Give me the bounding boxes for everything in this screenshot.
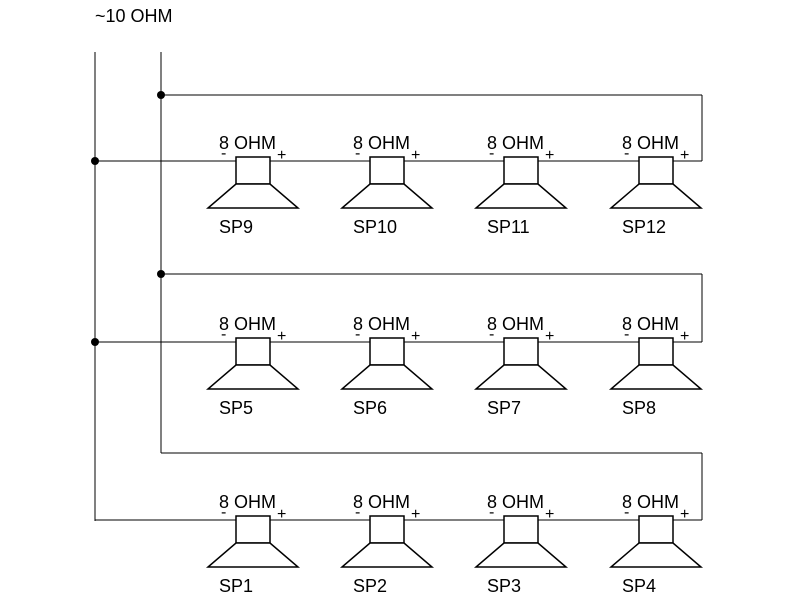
speaker-magnet [235,156,271,185]
speaker: 8 OHM- + SP11 [473,133,569,237]
speaker-rating: 8 OHM [487,492,544,512]
speaker-magnet [503,156,539,185]
speaker-magnet [638,337,674,366]
plus-terminal: + [545,147,554,164]
plus-terminal: + [545,328,554,345]
speaker-cone [205,183,301,209]
speaker-rating: 8 OHM [219,492,276,512]
minus-terminal: - [355,145,360,162]
speaker-cone [205,364,301,390]
speaker-cone [339,364,435,390]
speaker-magnet [638,515,674,544]
speaker: 8 OHM- + SP2 [339,492,435,596]
plus-terminal: + [411,147,420,164]
speaker-cone [608,183,704,209]
speaker-name: SP2 [353,576,387,596]
speaker-magnet [503,515,539,544]
plus-terminal: + [680,506,689,523]
impedance-title: ~10 OHM [95,6,173,26]
speaker-rating: 8 OHM [487,133,544,153]
speaker-rating: 8 OHM [219,133,276,153]
speaker-cone [473,364,569,390]
speaker: 8 OHM- + SP4 [608,492,704,596]
minus-terminal: - [221,326,226,343]
speaker-cone [339,542,435,568]
junction-dot [91,338,99,346]
plus-terminal: + [277,328,286,345]
speaker-magnet [638,156,674,185]
speaker: 8 OHM- + SP6 [339,314,435,418]
speaker-cone [205,542,301,568]
speaker-magnet [369,156,405,185]
speaker-name: SP6 [353,398,387,418]
plus-terminal: + [680,147,689,164]
speaker-magnet [369,337,405,366]
speaker-rating: 8 OHM [622,492,679,512]
speaker-name: SP7 [487,398,521,418]
speaker-name: SP3 [487,576,521,596]
minus-terminal: - [355,326,360,343]
speaker-cone [339,183,435,209]
minus-terminal: - [489,326,494,343]
speaker-cone [473,183,569,209]
speaker-rating: 8 OHM [353,492,410,512]
plus-terminal: + [277,147,286,164]
junction-dot [91,157,99,165]
speaker-rating: 8 OHM [487,314,544,334]
speaker-rating: 8 OHM [353,314,410,334]
speaker-name: SP4 [622,576,656,596]
speaker: 8 OHM- + SP1 [205,492,301,596]
speaker: 8 OHM- + SP3 [473,492,569,596]
junction-dot [157,91,165,99]
junction-dot [157,270,165,278]
speaker-magnet [369,515,405,544]
speaker-rating: 8 OHM [622,133,679,153]
minus-terminal: - [489,504,494,521]
speaker-name: SP10 [353,217,397,237]
speaker: 8 OHM- + SP8 [608,314,704,418]
speaker-magnet [235,515,271,544]
speaker: 8 OHM- + SP10 [339,133,435,237]
speaker-magnet [503,337,539,366]
speaker-cone [473,542,569,568]
speaker: 8 OHM- + SP7 [473,314,569,418]
speaker-rating: 8 OHM [353,133,410,153]
speaker-name: SP11 [487,217,530,237]
plus-terminal: + [411,506,420,523]
minus-terminal: - [624,145,629,162]
speaker-cone [608,542,704,568]
plus-terminal: + [277,506,286,523]
speaker-magnet [235,337,271,366]
minus-terminal: - [355,504,360,521]
speaker-name: SP1 [219,576,253,596]
minus-terminal: - [624,326,629,343]
speaker-cone [608,364,704,390]
plus-terminal: + [680,328,689,345]
speaker-rating: 8 OHM [219,314,276,334]
minus-terminal: - [221,504,226,521]
plus-terminal: + [411,328,420,345]
minus-terminal: - [489,145,494,162]
speaker-name: SP5 [219,398,253,418]
minus-terminal: - [624,504,629,521]
speaker: 8 OHM- + SP5 [205,314,301,418]
speaker-rating: 8 OHM [622,314,679,334]
speaker: 8 OHM- + SP9 [205,133,301,237]
speaker: 8 OHM- + SP12 [608,133,704,237]
wiring [91,52,703,521]
minus-terminal: - [221,145,226,162]
speaker-name: SP12 [622,217,666,237]
plus-terminal: + [545,506,554,523]
speaker-name: SP8 [622,398,656,418]
speaker-name: SP9 [219,217,253,237]
